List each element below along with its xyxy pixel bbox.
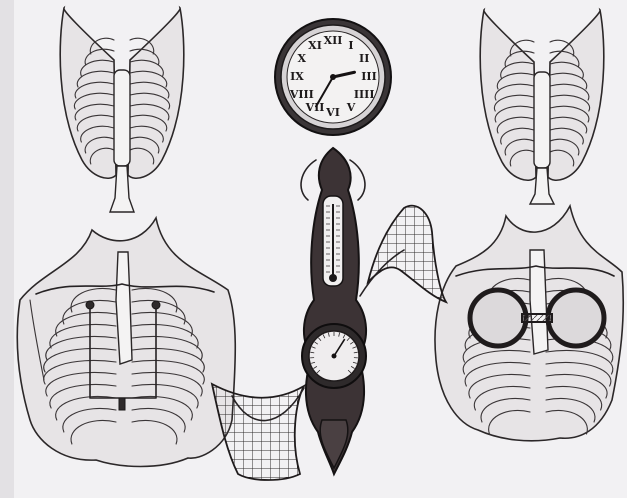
clock-numeral: XI xyxy=(308,39,322,52)
brace-knob-left xyxy=(86,301,94,309)
sternum xyxy=(534,72,550,168)
clock-numeral: I xyxy=(348,39,353,52)
sternum xyxy=(530,250,548,354)
clock-numeral: X xyxy=(298,52,307,65)
clock-numeral: II xyxy=(359,52,369,65)
clock-hub xyxy=(330,74,336,80)
left-paper-shadow xyxy=(0,0,14,498)
cup-link xyxy=(522,314,552,322)
sternum xyxy=(114,70,130,166)
chest-cup-left xyxy=(470,290,526,346)
clock-numeral: V xyxy=(346,101,356,114)
clock-numeral: XII xyxy=(324,34,343,47)
brace-screw xyxy=(119,398,125,410)
clock-numeral: VII xyxy=(305,101,325,114)
chest-cup-right xyxy=(548,290,604,346)
barometer-gauge xyxy=(302,324,366,388)
clock-numeral: IIII xyxy=(354,88,375,101)
clock-numeral: III xyxy=(361,70,376,83)
clock-numeral: VI xyxy=(325,106,340,119)
clock-numeral: VIII xyxy=(289,88,314,101)
thermometer-bulb xyxy=(329,274,337,282)
clock-numeral: IX xyxy=(290,70,304,83)
brace-knob-right xyxy=(152,301,160,309)
